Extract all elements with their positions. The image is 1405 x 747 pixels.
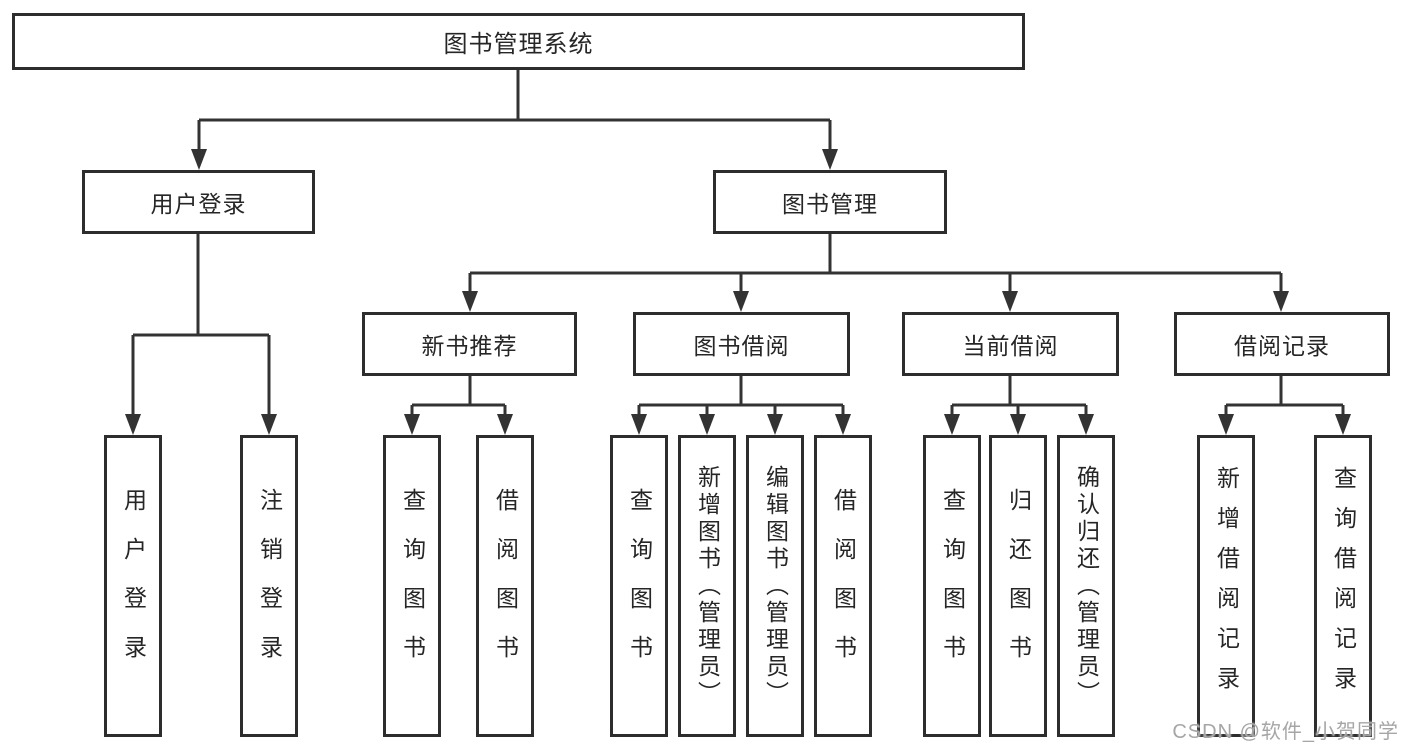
csdn-watermark: CSDN @软件_小贺同学 (1172, 721, 1399, 743)
leaf-return-book: 归还图书 (989, 435, 1047, 737)
leaf-logout: 注销登录 (240, 435, 298, 737)
leaf-query-books-borrowing-label: 查询图书 (626, 488, 653, 684)
node-user-login: 用户登录 (82, 170, 315, 234)
leaf-confirm-return-admin: 确认归还（管理员） (1057, 435, 1115, 737)
leaf-confirm-return-admin-label: 确认归还（管理员） (1073, 464, 1100, 708)
node-user-login-label: 用户登录 (150, 191, 247, 217)
node-book-borrowing-label: 图书借阅 (693, 333, 790, 359)
leaf-add-book-admin-label: 新增图书（管理员） (694, 464, 721, 708)
node-new-book-recommend: 新书推荐 (362, 312, 577, 376)
leaf-query-borrow-record-label: 查询借阅记录 (1330, 466, 1357, 706)
arrowheads (125, 149, 1351, 435)
leaf-edit-book-admin-label: 编辑图书（管理员） (762, 464, 789, 708)
leaf-query-books-current-label: 查询图书 (939, 488, 966, 684)
node-root: 图书管理系统 (12, 13, 1025, 70)
leaf-borrow-books-label: 借阅图书 (830, 488, 857, 684)
leaf-user-login: 用户登录 (104, 435, 162, 737)
leaf-query-books-borrowing: 查询图书 (610, 435, 668, 737)
leaf-add-book-admin: 新增图书（管理员） (678, 435, 736, 737)
node-book-management: 图书管理 (713, 170, 947, 234)
node-book-management-label: 图书管理 (782, 191, 878, 217)
leaf-borrow-books: 借阅图书 (814, 435, 872, 737)
node-borrow-records-label: 借阅记录 (1234, 333, 1330, 359)
leaf-return-book-label: 归还图书 (1005, 488, 1032, 684)
leaf-borrow-books-recommend-label: 借阅图书 (492, 488, 519, 684)
node-current-borrowing: 当前借阅 (902, 312, 1119, 376)
leaf-user-login-label: 用户登录 (120, 488, 147, 684)
leaf-logout-label: 注销登录 (256, 488, 283, 684)
leaf-add-borrow-record: 新增借阅记录 (1197, 435, 1255, 737)
leaf-edit-book-admin: 编辑图书（管理员） (746, 435, 804, 737)
leaf-query-books-recommend: 查询图书 (383, 435, 441, 737)
leaf-query-borrow-record: 查询借阅记录 (1314, 435, 1372, 737)
node-root-label: 图书管理系统 (443, 31, 594, 58)
leaf-borrow-books-recommend: 借阅图书 (476, 435, 534, 737)
node-borrow-records: 借阅记录 (1174, 312, 1390, 376)
node-book-borrowing: 图书借阅 (633, 312, 850, 376)
node-current-borrowing-label: 当前借阅 (962, 333, 1059, 359)
leaf-add-borrow-record-label: 新增借阅记录 (1213, 466, 1240, 706)
node-new-book-recommend-label: 新书推荐 (421, 333, 518, 359)
leaf-query-books-current: 查询图书 (923, 435, 981, 737)
leaf-query-books-recommend-label: 查询图书 (399, 488, 426, 684)
